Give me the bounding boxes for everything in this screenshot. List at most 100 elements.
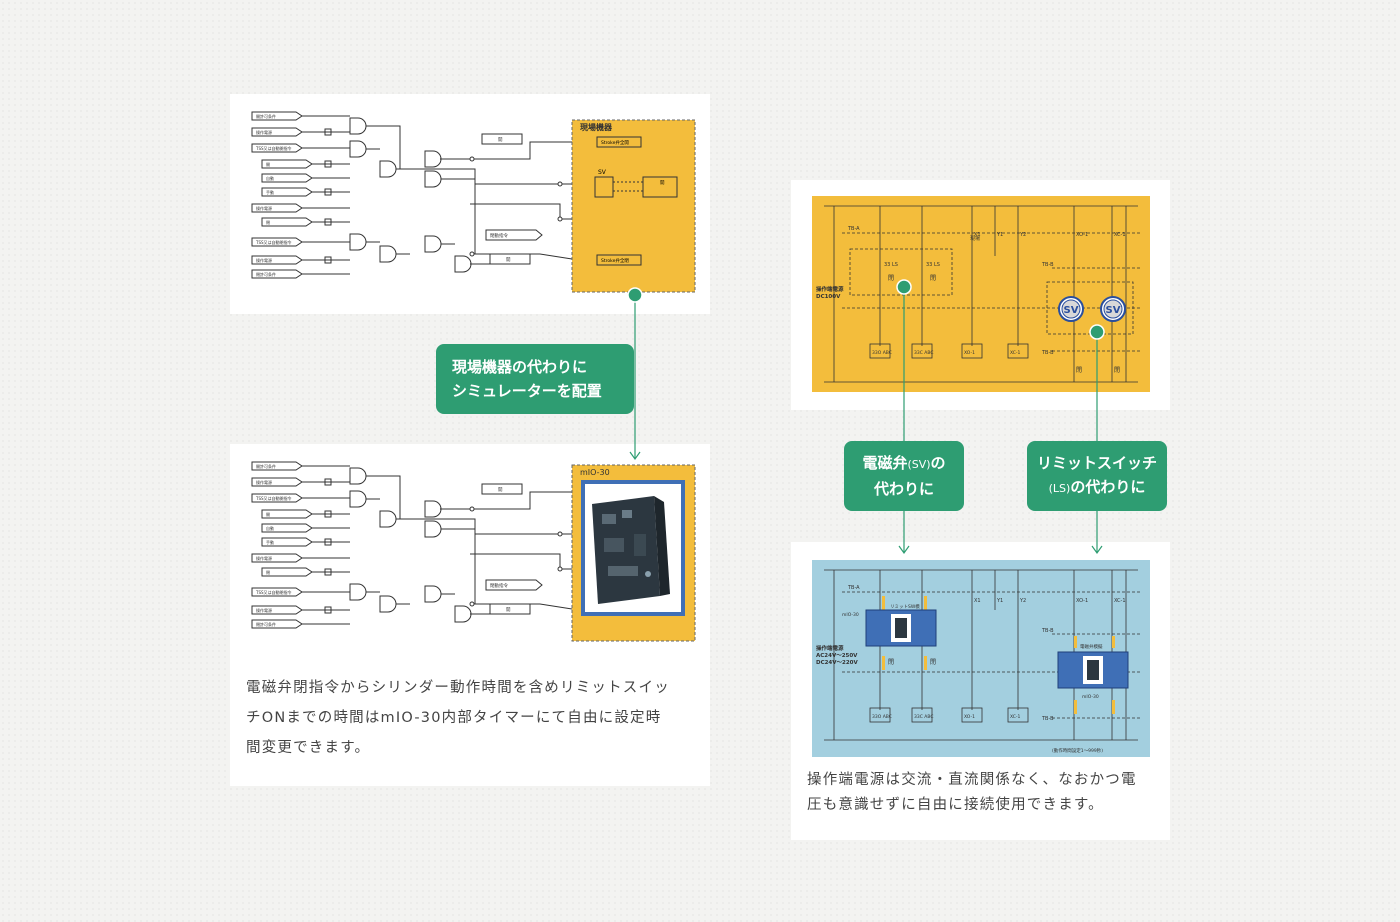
junction: [557, 566, 563, 572]
power-label-line2: DC100V: [816, 294, 841, 300]
mio-label-right: mIO-30: [1082, 694, 1099, 700]
sv-callout: 電磁弁(SV)の 代わりに: [844, 441, 964, 511]
sv-callout-line2: 代わりに: [873, 480, 934, 498]
field-device-title: 現場機器: [580, 122, 613, 132]
logic-gate: [379, 595, 397, 613]
side-box: [489, 603, 531, 615]
junction: [469, 601, 475, 607]
input-pennant: [251, 477, 303, 487]
bottom-relay-33o: 33O ABC: [872, 714, 892, 720]
logic-gate: [424, 520, 442, 538]
simulator-callout-line2: シミュレーターを配置: [452, 382, 602, 400]
valve-sim-label: 電磁弁模擬: [1080, 643, 1103, 650]
input-pennant: [251, 605, 303, 615]
sv-callout-line1: 電磁弁: [862, 454, 908, 472]
field-stroke-close: [596, 254, 642, 266]
col-xc1: XC-1: [1114, 232, 1126, 238]
input-pennant: [251, 255, 303, 265]
bottom-tb-b-top: TB-B: [1041, 628, 1054, 634]
input-pennant: [251, 619, 303, 629]
sv-coil-2-label: SV: [1106, 305, 1121, 316]
timer-note: (動作時間設定1～999秒): [1052, 747, 1103, 754]
input-label: 自動: [266, 525, 274, 531]
sv-open-block: [642, 176, 678, 198]
ls-label-1: 33 LS: [884, 262, 898, 268]
sv-coil-1: SV: [1058, 296, 1084, 322]
left-caption-line3: 間変更できます。: [246, 740, 371, 756]
junction: [557, 181, 563, 187]
input-label: 開許可条件: [256, 463, 276, 469]
input-pennant: [251, 493, 303, 503]
junction: [469, 251, 475, 257]
sv-callout-small: (SV): [907, 458, 931, 471]
input-pennant: [251, 269, 303, 279]
tb-a-label: TB-A: [847, 226, 860, 232]
sequence-diagram-with-mio: リミットSW模 電磁弁模擬 mIO-30 mIO-30 操作端電源 AC24V～…: [812, 560, 1150, 757]
input-label: 閉: [266, 570, 270, 575]
input-pennant: [261, 567, 313, 577]
right-caption-line1: 操作端電源は交流・直流関係なく、なおかつ電: [807, 772, 1137, 788]
bottom-col-x1: X1: [974, 598, 981, 604]
input-pennant: [251, 461, 303, 471]
input-pennant: [251, 553, 303, 563]
bottom-col-xo1: XO-1: [1076, 598, 1088, 604]
logic-gate: [454, 255, 472, 273]
input-pennant: [261, 159, 313, 169]
col-x1: X1: [974, 232, 981, 238]
bottom-power-line1: 操作端電源: [816, 644, 844, 652]
logic-gate: [349, 583, 367, 601]
field-stroke-close-label: Stroke弁全閉: [601, 257, 629, 264]
tb-b-label-top: TB-B: [1041, 262, 1054, 268]
logic-gate: [349, 467, 367, 485]
logic-gate: [424, 585, 442, 603]
logic-gate: [454, 605, 472, 623]
junction: [557, 531, 563, 537]
relay-33c: 33C ABC: [914, 350, 934, 356]
ls-callout-line1: リミットスイッチ: [1037, 454, 1158, 472]
simulator-callout-line1: 現場機器の代わりに: [452, 358, 588, 376]
input-label: 閉許可条件: [256, 621, 276, 627]
input-label: TSS又は自動開指令: [255, 145, 292, 151]
logic-gate: [349, 117, 367, 135]
logic-gate: [424, 235, 442, 253]
input-label: TSS又は自動閉指令: [255, 589, 292, 595]
sv-callout-suffix: の: [930, 454, 946, 472]
mio-box-title: mIO-30: [580, 468, 610, 477]
bottom-col-y2: Y2: [1019, 598, 1026, 604]
input-pennant: [261, 217, 313, 227]
input-pennant: [261, 523, 313, 533]
logic-gate: [349, 233, 367, 251]
close-label-3: 閉: [1076, 367, 1082, 374]
col-xo1: XO-1: [1076, 232, 1088, 238]
input-label: 開許可条件: [256, 113, 276, 119]
side-box: [481, 483, 523, 495]
field-stroke-open: [596, 136, 642, 148]
close-label-2: 閉: [930, 275, 936, 282]
limit-sim-label: リミットSW模: [890, 603, 920, 610]
side-label: 開: [506, 607, 511, 613]
input-label: 閉: [266, 220, 270, 225]
input-label: 操作電源: [256, 607, 272, 613]
field-label-top: 現場: [970, 235, 980, 242]
sv-open-label: 開: [660, 180, 665, 186]
side-label: 開: [498, 487, 503, 493]
ls-callout: リミットスイッチ (LS)の代わりに: [1027, 441, 1167, 511]
side-box: [481, 133, 523, 145]
relay-xc1: XC-1: [1010, 350, 1021, 356]
valve-simulator: [1057, 651, 1129, 689]
side-label: 開: [506, 257, 511, 263]
side-label: 開: [498, 137, 503, 143]
junction: [557, 216, 563, 222]
close-label-1: 閉: [888, 275, 894, 282]
input-label: 閉許可条件: [256, 271, 276, 277]
mio-device-image: [592, 496, 670, 604]
close-label-4: 閉: [1114, 367, 1120, 374]
right-caption: 操作端電源は交流・直流関係なく、なおかつ電 圧も意識せずに自由に接続使用できます…: [807, 768, 1167, 818]
bottom-relay-xo1: XO-1: [964, 714, 975, 720]
side-box: [489, 253, 531, 265]
bottom-power-line3: DC24V～220V: [816, 660, 858, 666]
limit-switch-simulator: [865, 609, 937, 647]
input-label: 操作電源: [256, 555, 272, 561]
input-pennant: [251, 111, 303, 121]
